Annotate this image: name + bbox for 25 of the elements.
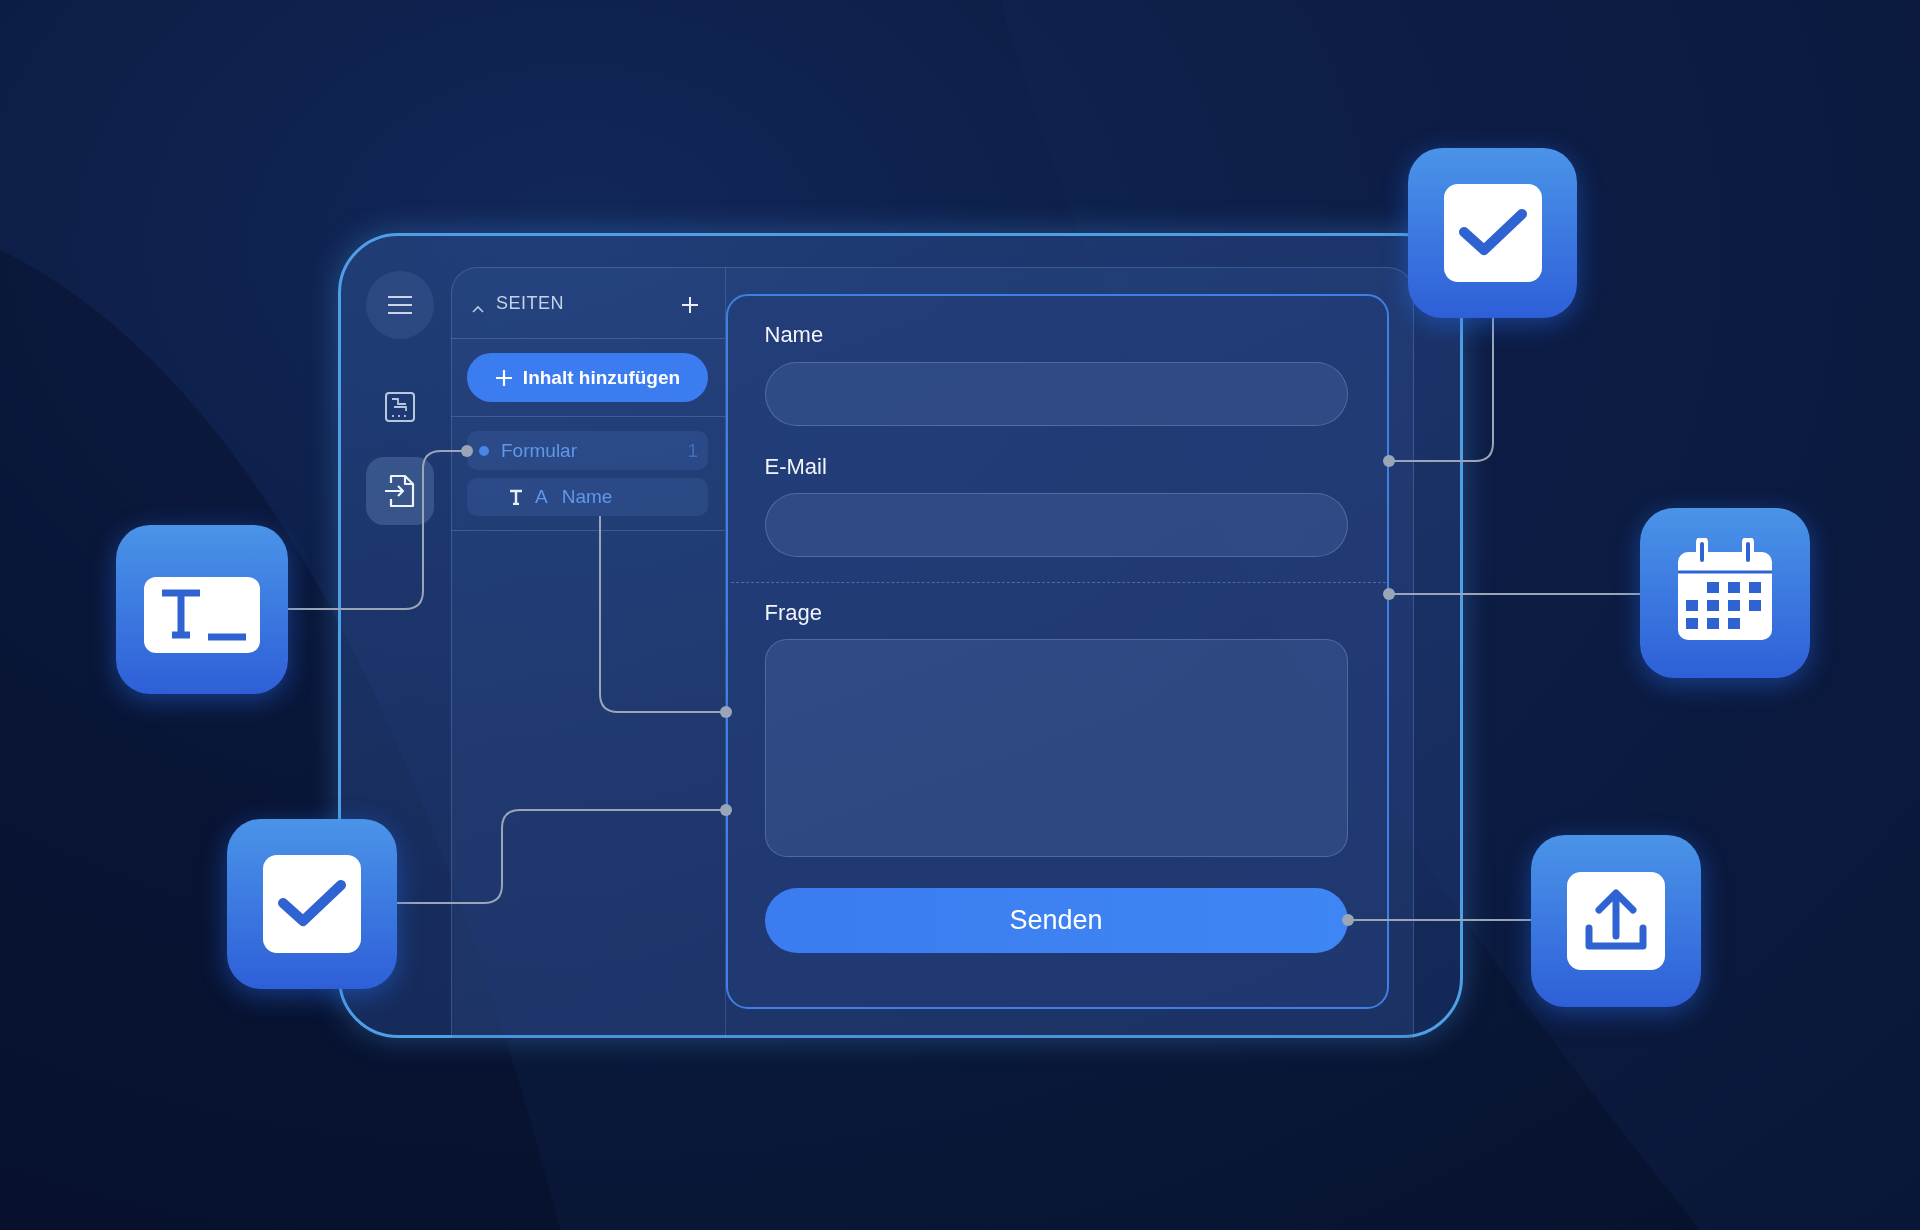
app-window — [338, 233, 1463, 1038]
section-heading: SEITEN — [496, 293, 565, 315]
checkbox-icon — [1408, 148, 1577, 318]
submit-button: Senden — [764, 887, 1348, 953]
upload-icon — [1531, 835, 1701, 1007]
connector-line — [1383, 317, 1494, 467]
row-label: Formular — [501, 439, 577, 462]
count-label: 1 — [687, 439, 698, 462]
text-field-icon — [116, 525, 288, 694]
add-content-button: Inhalt hinzufügen — [467, 353, 708, 402]
calendar-icon — [1640, 508, 1810, 678]
tree-row — [467, 478, 708, 516]
field-label: Frage — [764, 599, 823, 627]
form-card — [726, 294, 1389, 1009]
connector-line — [599, 515, 732, 718]
connector-line — [396, 804, 732, 904]
connector-line — [1383, 588, 1641, 600]
connector-line — [1342, 914, 1532, 926]
field-label: Name — [764, 321, 825, 349]
tree-row — [467, 431, 708, 470]
type-letter: A — [535, 486, 548, 508]
connector-line — [287, 445, 473, 610]
checkbox-icon — [227, 819, 397, 989]
field-label: E-Mail — [764, 453, 828, 481]
row-label: Name — [561, 486, 613, 508]
